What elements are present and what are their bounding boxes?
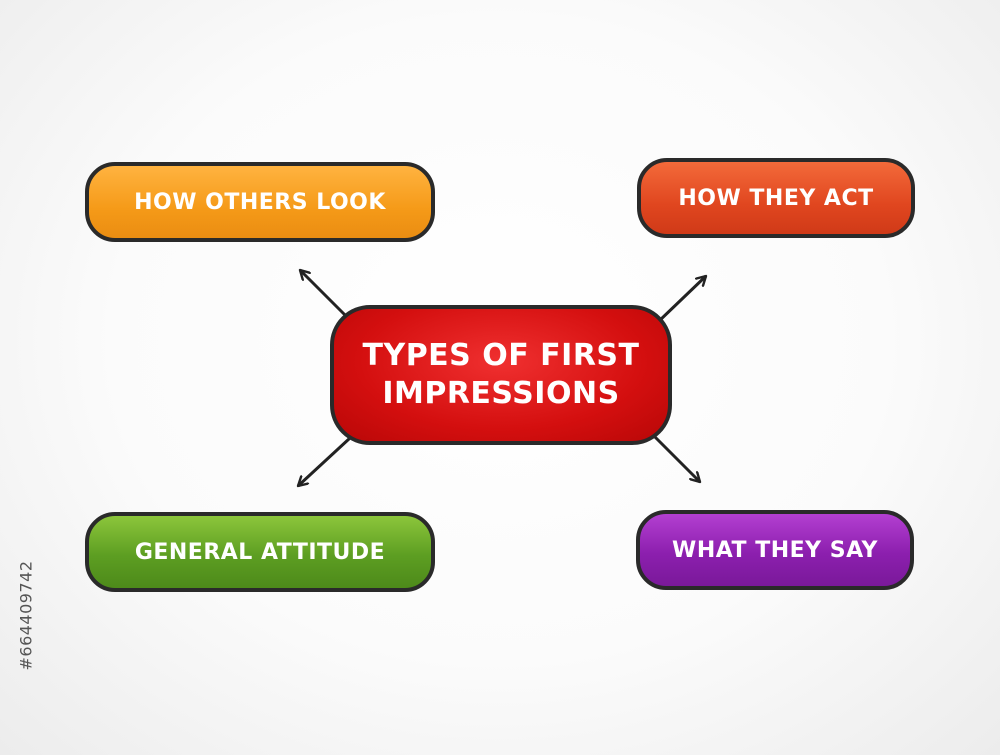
node-label-what-they-say: WHAT THEY SAY (672, 537, 878, 563)
node-label-how-they-act: HOW THEY ACT (678, 185, 874, 211)
node-how-they-act: HOW THEY ACT (637, 158, 915, 238)
node-label-how-others-look: HOW OTHERS LOOK (134, 189, 386, 215)
stock-watermark-id: #664409742 (14, 510, 38, 720)
arrow-to-how-others-look (300, 270, 350, 320)
arrow-to-general-attitude (298, 436, 352, 486)
node-general-attitude: GENERAL ATTITUDE (85, 512, 435, 592)
stock-watermark-id-text: #664409742 (16, 559, 36, 671)
node-how-others-look: HOW OTHERS LOOK (85, 162, 435, 242)
central-topic-label: TYPES OF FIRST IMPRESSIONS (362, 338, 640, 411)
arrow-to-what-they-say (650, 432, 700, 482)
central-topic-node: TYPES OF FIRST IMPRESSIONS (330, 305, 672, 445)
node-what-they-say: WHAT THEY SAY (636, 510, 914, 590)
node-label-general-attitude: GENERAL ATTITUDE (134, 539, 386, 565)
arrow-to-how-they-act (656, 276, 706, 324)
